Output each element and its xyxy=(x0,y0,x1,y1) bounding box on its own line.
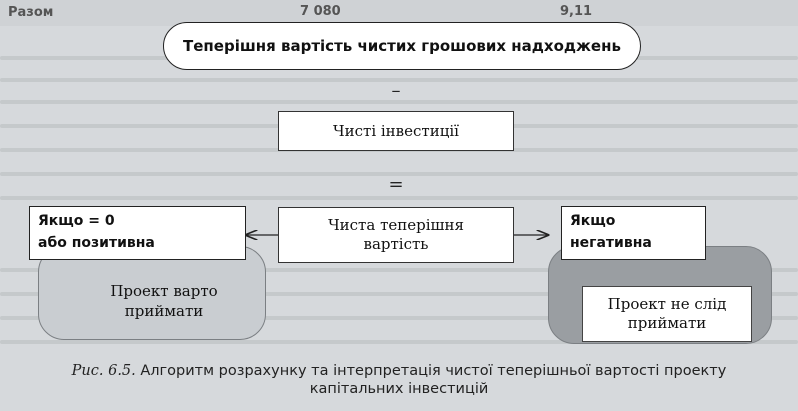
accept-result-text: Проект варто приймати xyxy=(84,282,244,321)
nonnegative-condition-line2: або позитивна xyxy=(38,234,155,251)
table-row-label: Разом xyxy=(8,5,54,20)
negative-condition-line1: Якщо xyxy=(570,213,616,229)
reject-result-box: Проект не слід приймати xyxy=(582,286,752,342)
npv-box: Чиста теперішня вартість xyxy=(278,207,514,263)
caption-line2: капітальних інвестицій xyxy=(309,381,489,398)
figure-caption: Рис. 6.5. Алгоритм розрахунку та інтерпр… xyxy=(0,362,798,398)
diagram-title: Теперішня вартість чистих грошових надхо… xyxy=(163,22,641,70)
figure-label: Рис. 6.5. xyxy=(71,363,136,379)
accept-result-line1: Проект варто xyxy=(110,282,218,300)
background-text-line xyxy=(0,268,798,272)
net-investment-box: Чисті інвестиції xyxy=(278,111,514,151)
accept-result-line2: приймати xyxy=(124,301,204,320)
minus-sign: – xyxy=(391,80,401,101)
background-text-line xyxy=(0,316,798,320)
nonnegative-condition-line1: Якщо = 0 xyxy=(38,213,115,229)
background-text-line xyxy=(0,78,798,82)
equals-sign: = xyxy=(388,174,404,195)
negative-condition-box: Якщо негативна xyxy=(561,206,706,260)
npv-label-line2: вартість xyxy=(363,235,429,253)
negative-condition-line2: негативна xyxy=(570,234,652,251)
table-cell: 9,11 xyxy=(560,4,593,19)
caption-line1: Алгоритм розрахунку та інтерпретація чис… xyxy=(135,363,727,379)
table-fragment xyxy=(0,0,798,26)
reject-result-line1: Проект не слід xyxy=(607,294,727,313)
accept-result-shape xyxy=(38,246,266,340)
nonnegative-condition-box: Якщо = 0 або позитивна xyxy=(29,206,246,260)
background-text-line xyxy=(0,340,798,344)
table-cell: 7 080 xyxy=(300,4,341,19)
background-text-line xyxy=(0,292,798,296)
npv-label-line1: Чиста теперішня xyxy=(328,216,464,235)
background-text-line xyxy=(0,172,798,176)
background-text-line xyxy=(0,196,798,200)
net-investment-label: Чисті інвестиції xyxy=(333,121,459,140)
background-text-line xyxy=(0,100,798,104)
reject-result-line2: приймати xyxy=(627,314,707,332)
